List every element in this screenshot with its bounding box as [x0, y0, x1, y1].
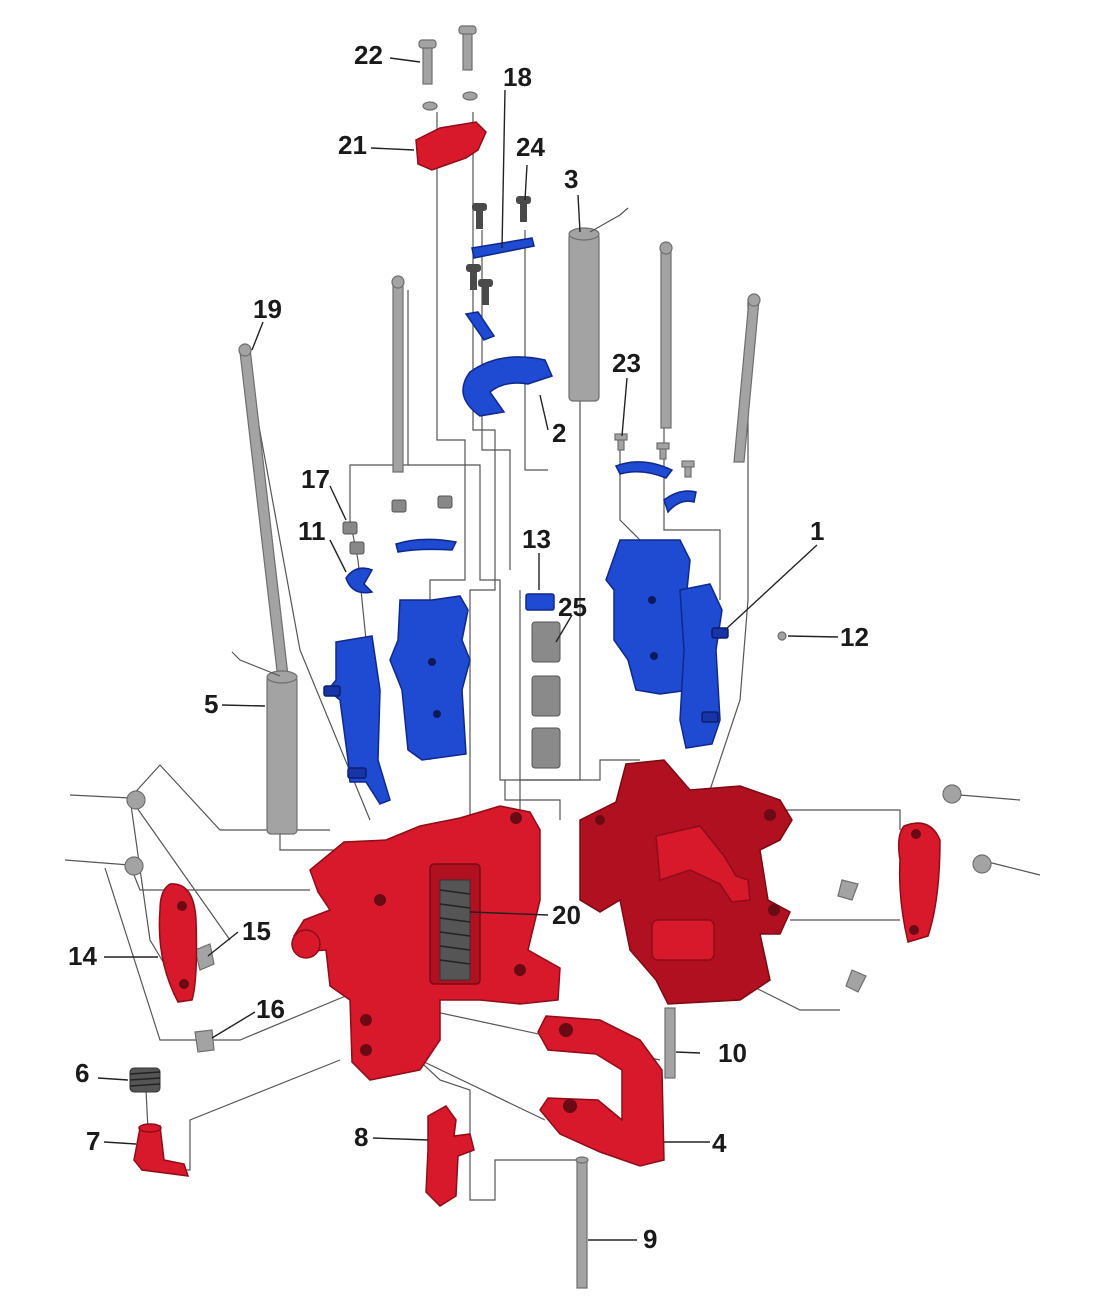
- label-11: 11: [298, 516, 326, 546]
- label-4: 4: [712, 1128, 727, 1158]
- part-11: [345, 567, 374, 594]
- label-2: 2: [552, 418, 566, 448]
- label-3: 3: [564, 164, 578, 194]
- pin-9: [576, 1159, 588, 1289]
- small-screws: [124, 25, 992, 1053]
- label-19: 19: [253, 294, 282, 324]
- label-9: 9: [643, 1224, 657, 1254]
- long-pins: [231, 207, 761, 1289]
- slip-right-back: [605, 539, 691, 695]
- pin-10: [664, 1007, 676, 1079]
- label-22: 22: [354, 40, 383, 70]
- label-1: 1: [810, 516, 824, 546]
- label-7: 7: [86, 1126, 100, 1156]
- part-8: [425, 1105, 475, 1207]
- part-6-spring: [129, 1067, 161, 1093]
- part-21: [415, 121, 487, 171]
- pin-right-b: [733, 299, 760, 463]
- red-housing-parts: [129, 121, 941, 1207]
- label-25: 25: [558, 592, 587, 622]
- part-7: [133, 1125, 190, 1177]
- part-clamp-right: [897, 822, 941, 943]
- label-14: 14: [68, 941, 97, 971]
- label-13: 13: [522, 524, 551, 554]
- label-10: 10: [718, 1038, 747, 1068]
- pin-17-rod: [392, 281, 404, 473]
- part-4-lever: [537, 1015, 665, 1167]
- pin-right-a: [660, 247, 672, 429]
- label-5: 5: [204, 689, 218, 719]
- sleeve-5: [266, 675, 298, 835]
- part-13: [525, 593, 555, 611]
- label-20: 20: [552, 900, 581, 930]
- screens-25: [531, 621, 561, 769]
- label-6: 6: [75, 1058, 89, 1088]
- label-8: 8: [354, 1122, 368, 1152]
- pin-19: [239, 347, 293, 715]
- part-18-bar: [471, 237, 535, 259]
- housing-left: [293, 805, 561, 1081]
- leader-lines: [97, 57, 839, 1241]
- label-18: 18: [503, 62, 532, 92]
- label-24: 24: [516, 132, 545, 162]
- label-21: 21: [338, 130, 367, 160]
- housing-right: [579, 759, 793, 1005]
- label-23: 23: [612, 348, 641, 378]
- label-17: 17: [301, 464, 330, 494]
- slip-left: [326, 635, 391, 805]
- slip-right-front: [679, 583, 723, 749]
- part-2-collar: [462, 356, 554, 417]
- slip-center: [389, 595, 471, 761]
- blue-slip-parts: [323, 237, 729, 805]
- part-14: [158, 883, 198, 1003]
- label-15: 15: [242, 916, 271, 946]
- part-labels: 1 2 3 4 5 6 7 8 9 10 11 12 13 14 15 16 1…: [68, 40, 869, 1254]
- label-16: 16: [256, 994, 285, 1024]
- label-12: 12: [840, 622, 869, 652]
- sleeve-3: [568, 232, 600, 402]
